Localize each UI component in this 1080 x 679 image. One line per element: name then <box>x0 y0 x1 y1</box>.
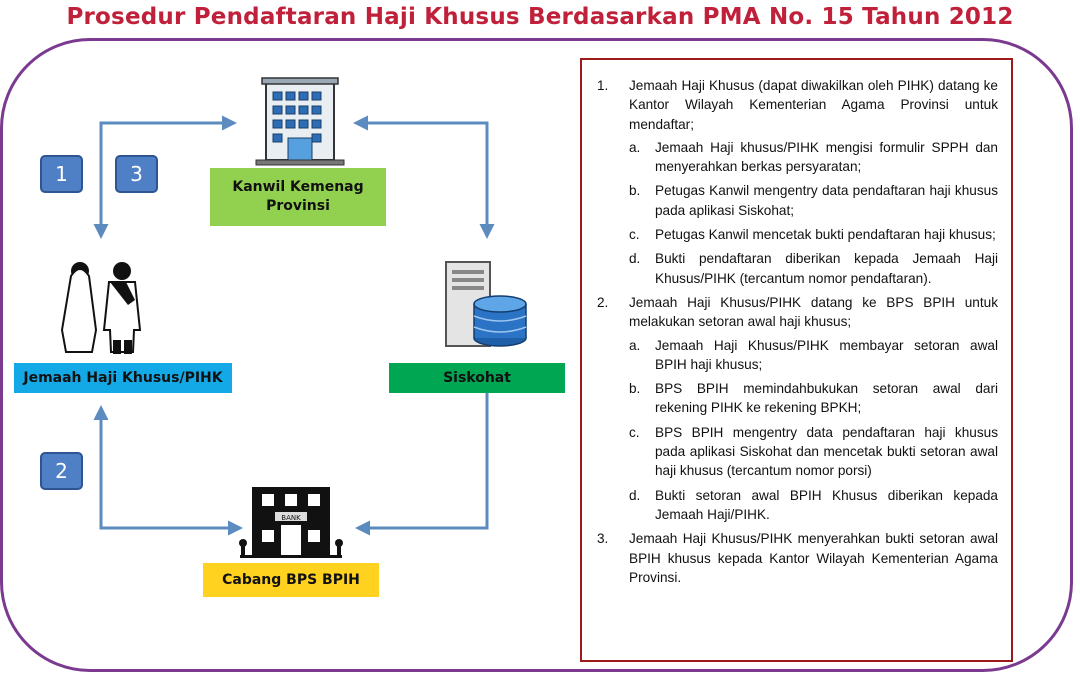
arrow-jemaah-kanwil <box>93 115 237 239</box>
arrow-bps-siskohat <box>355 377 495 536</box>
subitem-text: BPS BPIH memindahbukukan setoran awal da… <box>655 381 998 416</box>
subitem-text: Bukti pendaftaran diberikan kepada Jemaa… <box>655 251 998 286</box>
step-1-badge: 1 <box>40 155 83 193</box>
step-3-badge: 3 <box>115 155 158 193</box>
procedure-subitem: a. Jemaah Haji khusus/PIHK mengisi formul… <box>629 138 998 177</box>
subitem-text: Petugas Kanwil mengentry data pendaftara… <box>655 183 998 218</box>
item-number: 1. <box>597 78 609 93</box>
procedure-item: 3. Jemaah Haji Khusus/PIHK menyerahkan b… <box>597 529 998 587</box>
subitem-letter: b. <box>629 381 641 397</box>
subitem-letter: a. <box>629 337 641 353</box>
procedure-subitem: a. Jemaah Haji Khusus/PIHK membayar setor… <box>629 336 998 375</box>
procedure-subitem: d. Bukti setoran awal BPIH Khusus diberik… <box>629 486 998 525</box>
subitem-text: Jemaah Haji khusus/PIHK mengisi formulir… <box>655 139 998 175</box>
office-building-icon <box>255 77 345 166</box>
procedure-item: 1. Jemaah Haji Khusus (dapat diwakilkan … <box>597 76 998 134</box>
step-2-badge: 2 <box>40 452 83 490</box>
subitem-text: Jemaah Haji Khusus/PIHK membayar setoran… <box>655 337 998 372</box>
arrow-jemaah-bps <box>93 405 243 536</box>
subitem-text: Bukti setoran awal BPIH Khusus diberikan… <box>655 487 998 522</box>
subitem-letter: c. <box>629 227 640 243</box>
procedure-text-panel: 1. Jemaah Haji Khusus (dapat diwakilkan … <box>580 58 1013 662</box>
procedure-subitem: b. Petugas Kanwil mengentry data pendafta… <box>629 181 998 220</box>
jemaah-haji-label: Jemaah Haji Khusus/PIHK <box>14 363 232 393</box>
bank-sign: BANK <box>281 514 301 522</box>
item-text: Jemaah Haji Khusus/PIHK datang ke BPS BP… <box>629 294 998 330</box>
item-text: Jemaah Haji Khusus/PIHK menyerahkan bukt… <box>629 531 998 585</box>
bank-building-icon: BANK <box>239 487 343 558</box>
database-server-icon <box>445 261 527 347</box>
procedure-subitem: c. BPS BPIH mengentry data pendaftaran ha… <box>629 423 998 481</box>
subitem-letter: d. <box>629 487 641 503</box>
arrow-kanwil-siskohat <box>353 115 495 239</box>
rounded-frame <box>0 38 1073 672</box>
pilgrims-icon <box>60 262 142 354</box>
kanwil-kemenag-label: Kanwil Kemenag Provinsi <box>210 168 386 226</box>
item-number: 3. <box>597 531 609 547</box>
subitem-text: BPS BPIH mengentry data pendaftaran haji… <box>655 424 998 479</box>
subitem-letter: b. <box>629 183 641 199</box>
subitem-text: Petugas Kanwil mencetak bukti pendaftara… <box>655 227 996 243</box>
procedure-item: 2. Jemaah Haji Khusus/PIHK datang ke BPS… <box>597 293 998 332</box>
subitem-letter: d. <box>629 251 641 267</box>
item-number: 2. <box>597 294 609 310</box>
subitem-letter: c. <box>629 424 640 440</box>
procedure-subitem: c. Petugas Kanwil mencetak bukti pendafta… <box>629 225 998 244</box>
procedure-subitem: d. Bukti pendaftaran diberikan kepada Jem… <box>629 249 998 288</box>
item-text: Jemaah Haji Khusus (dapat diwakilkan ole… <box>629 78 998 132</box>
page-title: Prosedur Pendaftaran Haji Khusus Berdasa… <box>66 4 1014 30</box>
subitem-letter: a. <box>629 139 641 155</box>
procedure-subitem: b. BPS BPIH memindahbukukan setoran awal … <box>629 379 998 418</box>
cabang-bps-bpih-label: Cabang BPS BPIH <box>203 563 379 597</box>
siskohat-label: Siskohat <box>389 363 565 393</box>
